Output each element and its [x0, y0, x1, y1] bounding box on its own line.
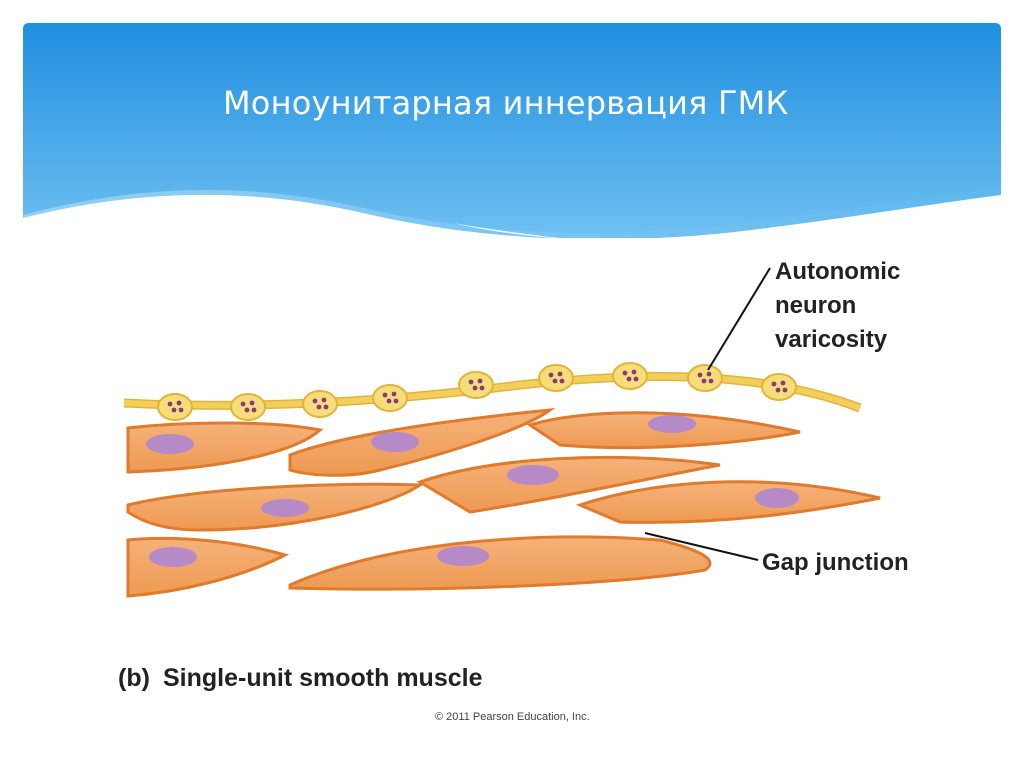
- nucleus: [146, 434, 194, 454]
- varicosity: [538, 364, 574, 392]
- nucleus: [437, 546, 489, 566]
- gap-junction-leader-line: [644, 532, 759, 561]
- synaptic-vesicle: [708, 378, 714, 384]
- synaptic-vesicle: [479, 385, 485, 391]
- synaptic-vesicle: [552, 378, 558, 384]
- varicosity-label-line1: Autonomic: [775, 258, 900, 285]
- synaptic-vesicle: [178, 407, 184, 413]
- varicosity: [372, 384, 408, 412]
- synaptic-vesicle: [171, 407, 177, 413]
- muscle-cell: [288, 535, 712, 591]
- copyright-notice: © 2011 Pearson Education, Inc.: [435, 711, 590, 723]
- synaptic-vesicle: [386, 398, 392, 404]
- synaptic-vesicle: [631, 369, 637, 375]
- synaptic-vesicle: [468, 379, 474, 385]
- varicosity: [458, 371, 494, 399]
- nucleus: [755, 488, 799, 508]
- synaptic-vesicle: [477, 378, 483, 384]
- synaptic-vesicle: [706, 371, 712, 377]
- varicosity-label-line2: neuron: [775, 292, 856, 319]
- synaptic-vesicle: [321, 397, 327, 403]
- varicosity: [612, 362, 648, 390]
- synaptic-vesicle: [701, 378, 707, 384]
- synaptic-vesicle: [548, 372, 554, 378]
- muscle-cell: [575, 480, 881, 524]
- muscle-cell: [288, 407, 556, 477]
- synaptic-vesicle: [240, 401, 246, 407]
- synaptic-vesicle: [176, 400, 182, 406]
- figure-caption-text: Single-unit smooth muscle: [163, 664, 483, 692]
- gap-junction-label: Gap junction: [762, 549, 909, 576]
- synaptic-vesicle: [557, 371, 563, 377]
- synaptic-vesicle: [626, 376, 632, 382]
- muscle-cell: [416, 455, 721, 514]
- synaptic-vesicle: [472, 385, 478, 391]
- varicosity: [302, 390, 338, 418]
- synaptic-vesicle: [312, 398, 318, 404]
- nucleus: [149, 547, 197, 567]
- varicosity-label-line3: varicosity: [775, 326, 888, 353]
- synaptic-vesicle: [244, 407, 250, 413]
- synaptic-vesicle: [697, 372, 703, 378]
- nucleus: [507, 465, 559, 485]
- synaptic-vesicle: [782, 387, 788, 393]
- synaptic-vesicle: [775, 387, 781, 393]
- synaptic-vesicle: [622, 370, 628, 376]
- nucleus: [371, 432, 419, 452]
- synaptic-vesicle: [771, 381, 777, 387]
- synaptic-vesicle: [393, 398, 399, 404]
- synaptic-vesicle: [249, 400, 255, 406]
- synaptic-vesicle: [633, 376, 639, 382]
- nuclei: [146, 415, 799, 567]
- figure-caption-letter: (b): [118, 664, 150, 692]
- varicosity: [230, 393, 266, 421]
- nucleus: [648, 415, 696, 433]
- synaptic-vesicle: [391, 391, 397, 397]
- synaptic-vesicle: [167, 401, 173, 407]
- varicosities: [157, 362, 797, 421]
- synaptic-vesicle: [316, 404, 322, 410]
- synaptic-vesicle: [780, 380, 786, 386]
- nucleus: [261, 499, 309, 517]
- slide-title: Моноунитарная иннервация ГМК: [223, 84, 789, 122]
- varicosity: [761, 373, 797, 401]
- synaptic-vesicle: [251, 407, 257, 413]
- synaptic-vesicle: [382, 392, 388, 398]
- varicosity: [157, 393, 193, 421]
- varicosity-leader-line: [707, 267, 771, 371]
- synaptic-vesicle: [559, 378, 565, 384]
- varicosity: [687, 364, 723, 392]
- synaptic-vesicle: [323, 404, 329, 410]
